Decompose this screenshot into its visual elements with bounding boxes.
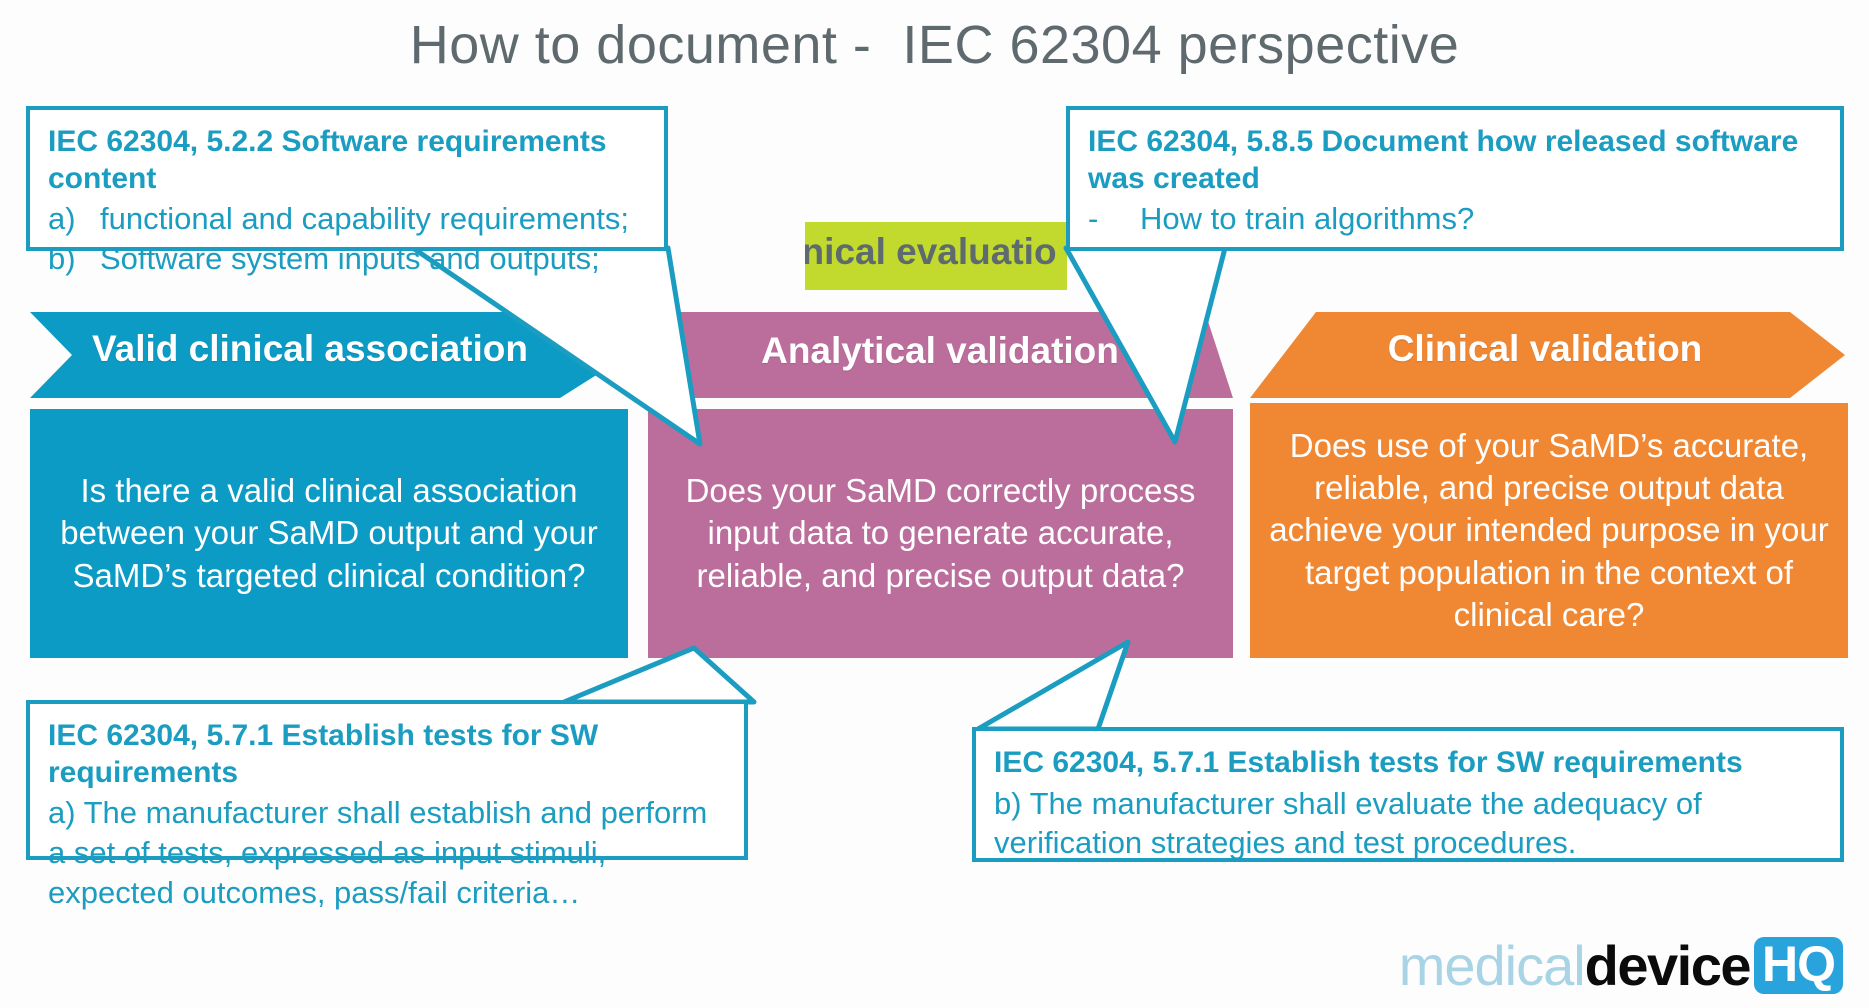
logo-text-device: device [1584,933,1752,997]
callout-req-item-b: b) Software system inputs and outputs; [48,239,646,279]
band-shape-valid [30,312,628,398]
band-shape-analytical [648,312,1233,398]
band-label-analytical: Analytical validation [761,330,1119,371]
callout-release-heading: IEC 62304, 5.8.5 Document how released s… [1088,125,1799,195]
callout-tests-a-heading: IEC 62304, 5.7.1 Establish tests for SW … [48,719,599,789]
callout-establish-tests-a: IEC 62304, 5.7.1 Establish tests for SW … [26,700,748,910]
callout-req-heading: IEC 62304, 5.2.2 Software requirements c… [48,125,607,195]
callout-req-item-a: a) functional and capability requirement… [48,199,646,239]
callout-req-item-b-marker: b) [48,241,76,277]
medicaldevicehq-logo: medical device HQ [1398,933,1843,997]
logo-text-medical: medical [1398,933,1586,997]
callout-software-requirements-content: IEC 62304, 5.2.2 Software requirements c… [26,106,668,276]
clinical-evaluation-banner: linical evaluatio [805,222,1067,290]
panel-analytical-text: Does your SaMD correctly process input d… [685,472,1196,594]
panel-valid-text: Is there a valid clinical association be… [60,472,598,594]
panel-analytical-validation: Does your SaMD correctly process input d… [648,409,1233,658]
callout-tail-released-software [1063,245,1228,445]
callout-tests-b-body: b) The manufacturer shall evaluate the a… [994,785,1702,861]
callout-req-item-b-text: Software system inputs and outputs; [100,241,600,277]
callout-tests-b-heading: IEC 62304, 5.7.1 Establish tests for SW … [994,746,1743,779]
callout-release-item: - How to train algorithms? [1088,199,1822,239]
callout-tail-tests-a [561,645,757,705]
panel-clinical-text: Does use of your SaMD’s accurate, reliab… [1269,426,1829,633]
band-shape-clinical [1250,312,1845,398]
panel-clinical-validation: Does use of your SaMD’s accurate, reliab… [1250,403,1848,658]
clinical-evaluation-label: linical evaluatio [805,231,1057,272]
band-label-clinical: Clinical validation [1387,328,1703,369]
band-label-valid: Valid clinical association [92,328,528,369]
callout-released-software: IEC 62304, 5.8.5 Document how released s… [1066,106,1844,251]
callout-release-item-text: How to train algorithms? [1140,201,1475,237]
callout-req-item-a-marker: a) [48,201,76,237]
callout-tests-a-body: a) The manufacturer shall establish and … [48,795,708,910]
callout-tail-tests-b [975,639,1131,732]
panel-valid-clinical-association: Is there a valid clinical association be… [30,409,628,658]
callout-req-item-a-text: functional and capability requirements; [100,201,630,237]
page-title: How to document - IEC 62304 perspective [409,15,1460,75]
callout-release-item-marker: - [1088,201,1099,237]
callout-establish-tests-b: IEC 62304, 5.7.1 Establish tests for SW … [972,727,1844,862]
logo-text-hq: HQ [1754,936,1843,994]
